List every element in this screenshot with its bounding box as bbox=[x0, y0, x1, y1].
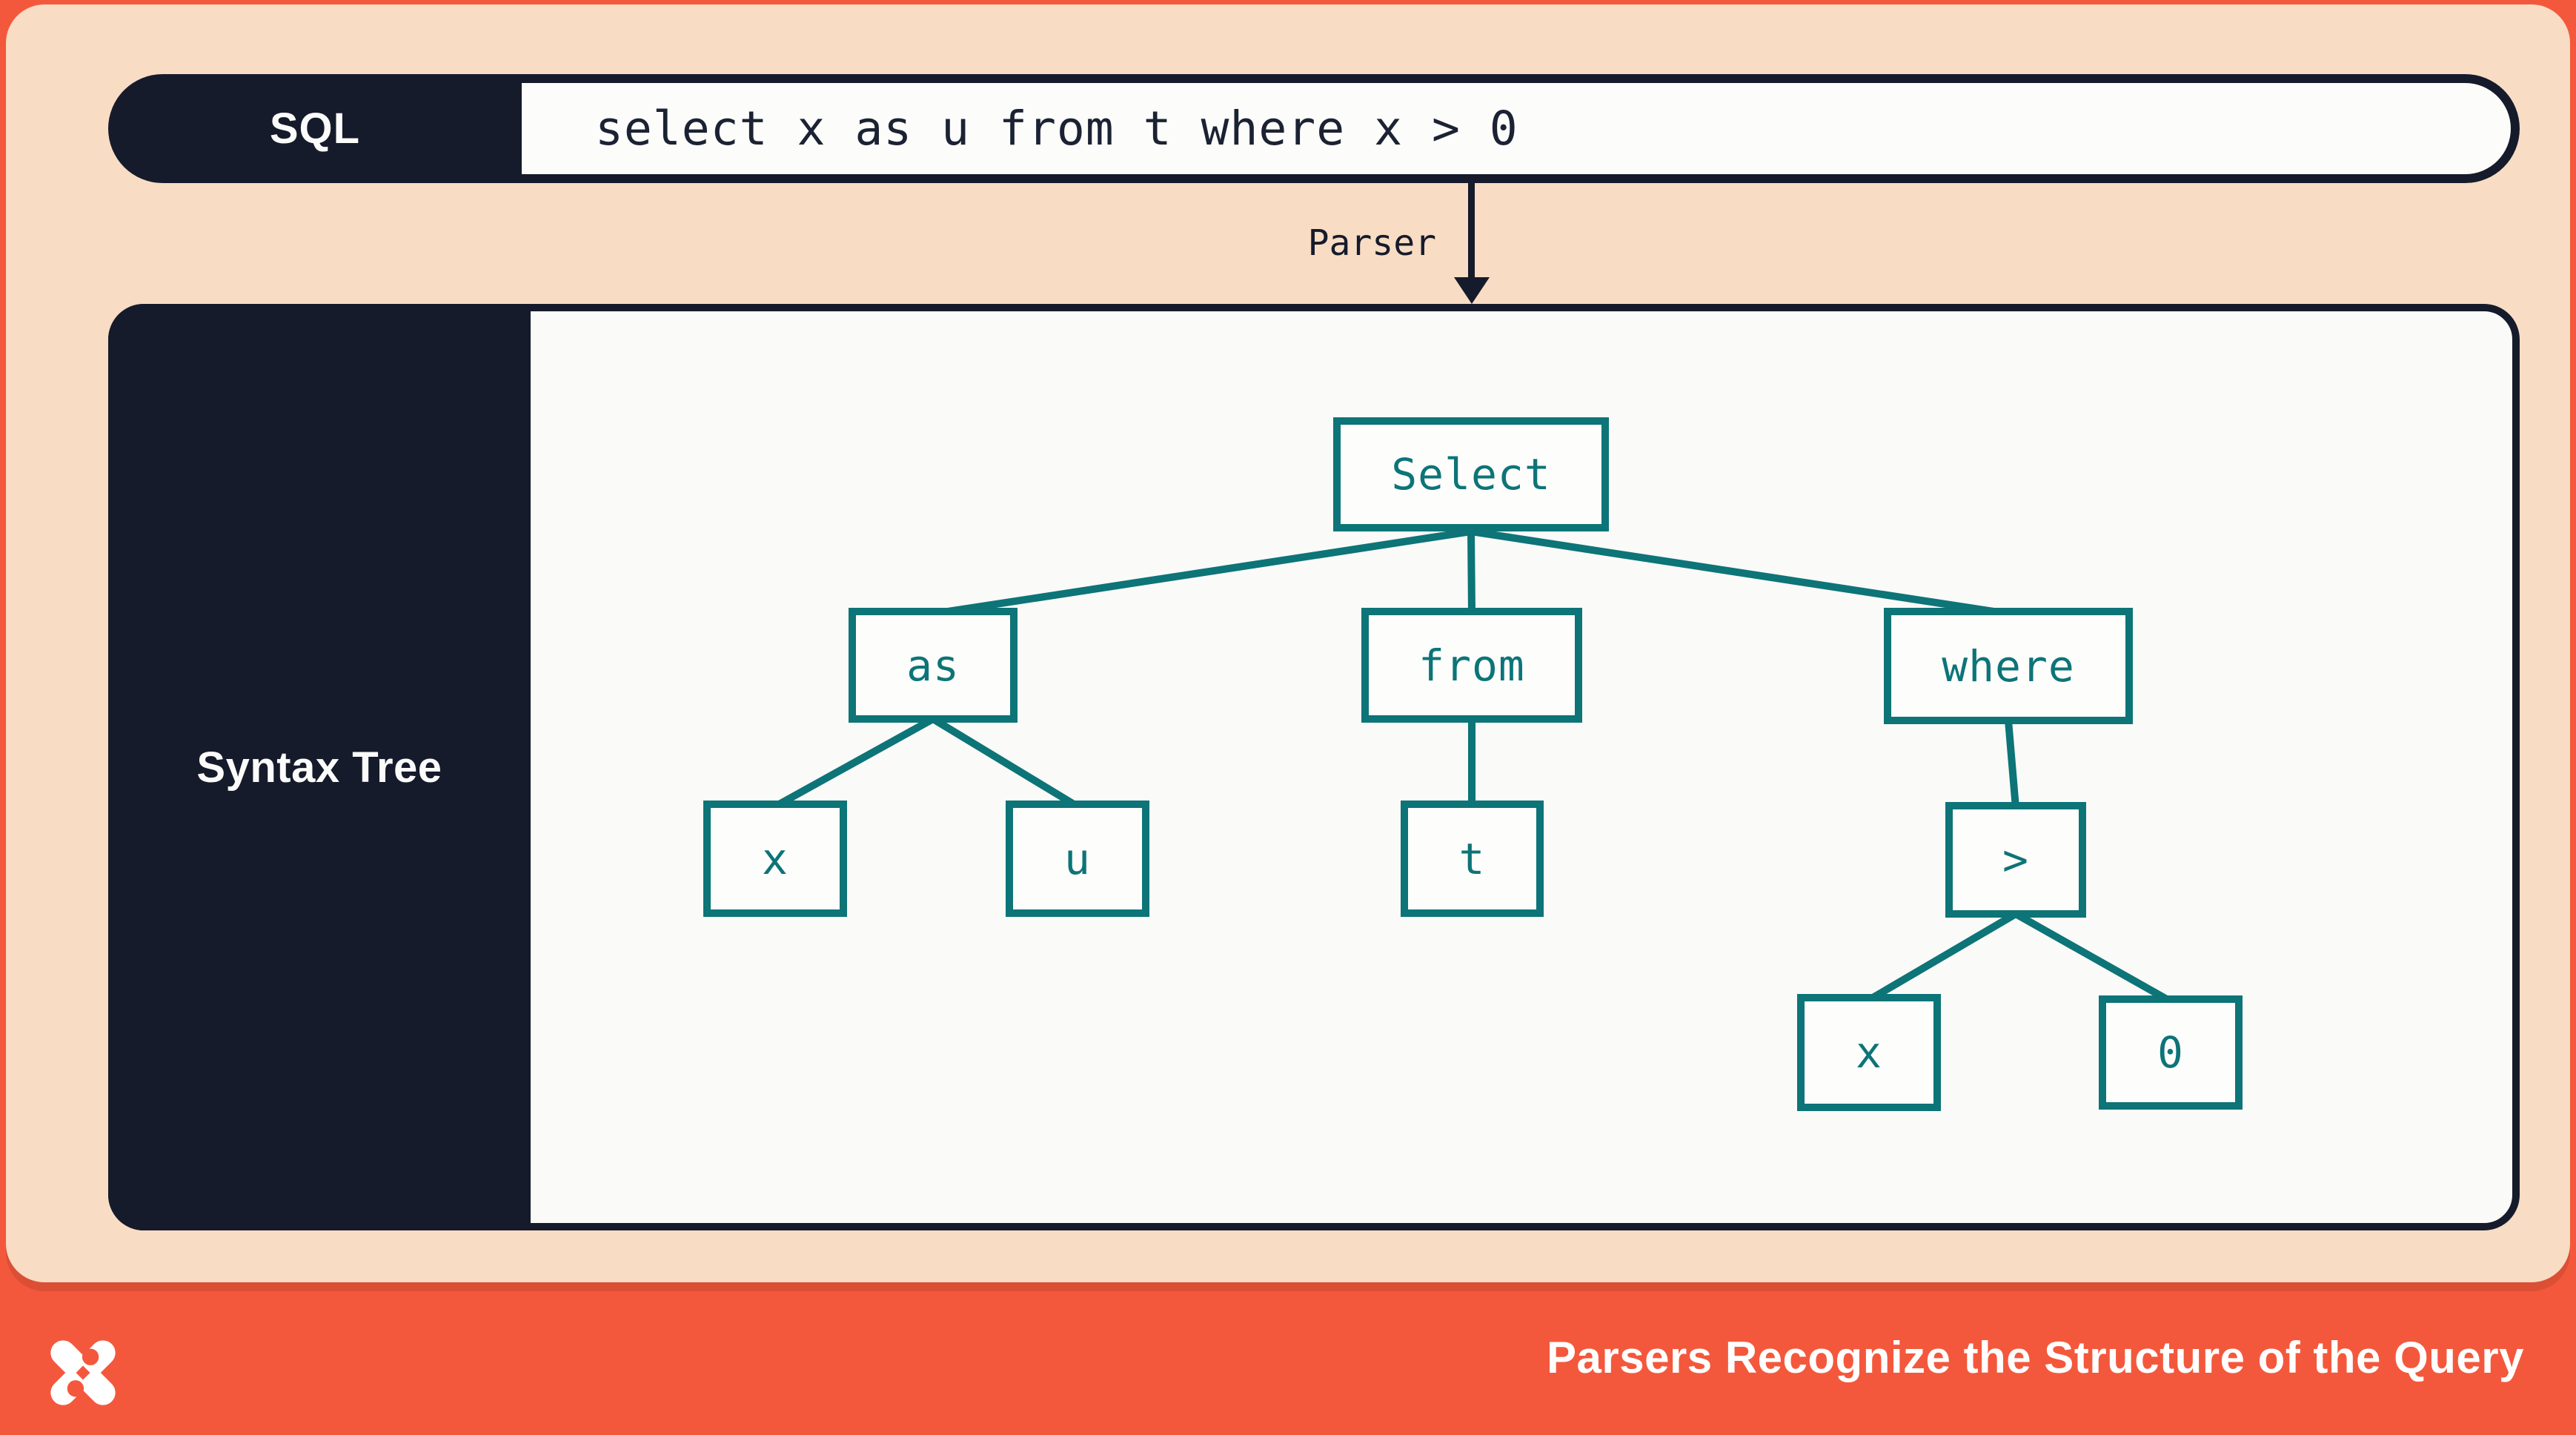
tree-node-u: u bbox=[1006, 801, 1149, 917]
tree-node-select: Select bbox=[1333, 417, 1609, 531]
dolt-pinwheel-logo-icon bbox=[50, 1340, 116, 1405]
sql-input-pill: SQL select x as u from t where x > 0 bbox=[108, 74, 2520, 183]
tree-node-greater-than: > bbox=[1945, 802, 2086, 918]
parser-label: Parser bbox=[1307, 222, 1436, 264]
tree-edges bbox=[773, 528, 2173, 1005]
tree-node-from: from bbox=[1361, 608, 1582, 723]
parser-arrow-line bbox=[1468, 183, 1475, 281]
syntax-tree-sidebar: Syntax Tree bbox=[108, 304, 531, 1230]
tree-node-x-alias: x bbox=[703, 801, 847, 917]
footer-caption: Parsers Recognize the Structure of the Q… bbox=[1546, 1333, 2524, 1382]
syntax-tree-panel: Syntax Tree Select as from where x u t >… bbox=[108, 304, 2520, 1230]
sql-query-text: select x as u from t where x > 0 bbox=[522, 83, 2511, 174]
parser-arrow-head-icon bbox=[1454, 277, 1490, 304]
syntax-tree-label: Syntax Tree bbox=[196, 743, 442, 792]
footer-bar bbox=[0, 1282, 2576, 1435]
tree-node-x-operand: x bbox=[1797, 994, 1941, 1111]
tree-node-t: t bbox=[1401, 801, 1544, 917]
sql-label: SQL bbox=[269, 105, 361, 153]
tree-node-as: as bbox=[849, 608, 1018, 723]
tree-node-where: where bbox=[1884, 608, 2133, 724]
tree-node-zero: 0 bbox=[2099, 995, 2243, 1110]
